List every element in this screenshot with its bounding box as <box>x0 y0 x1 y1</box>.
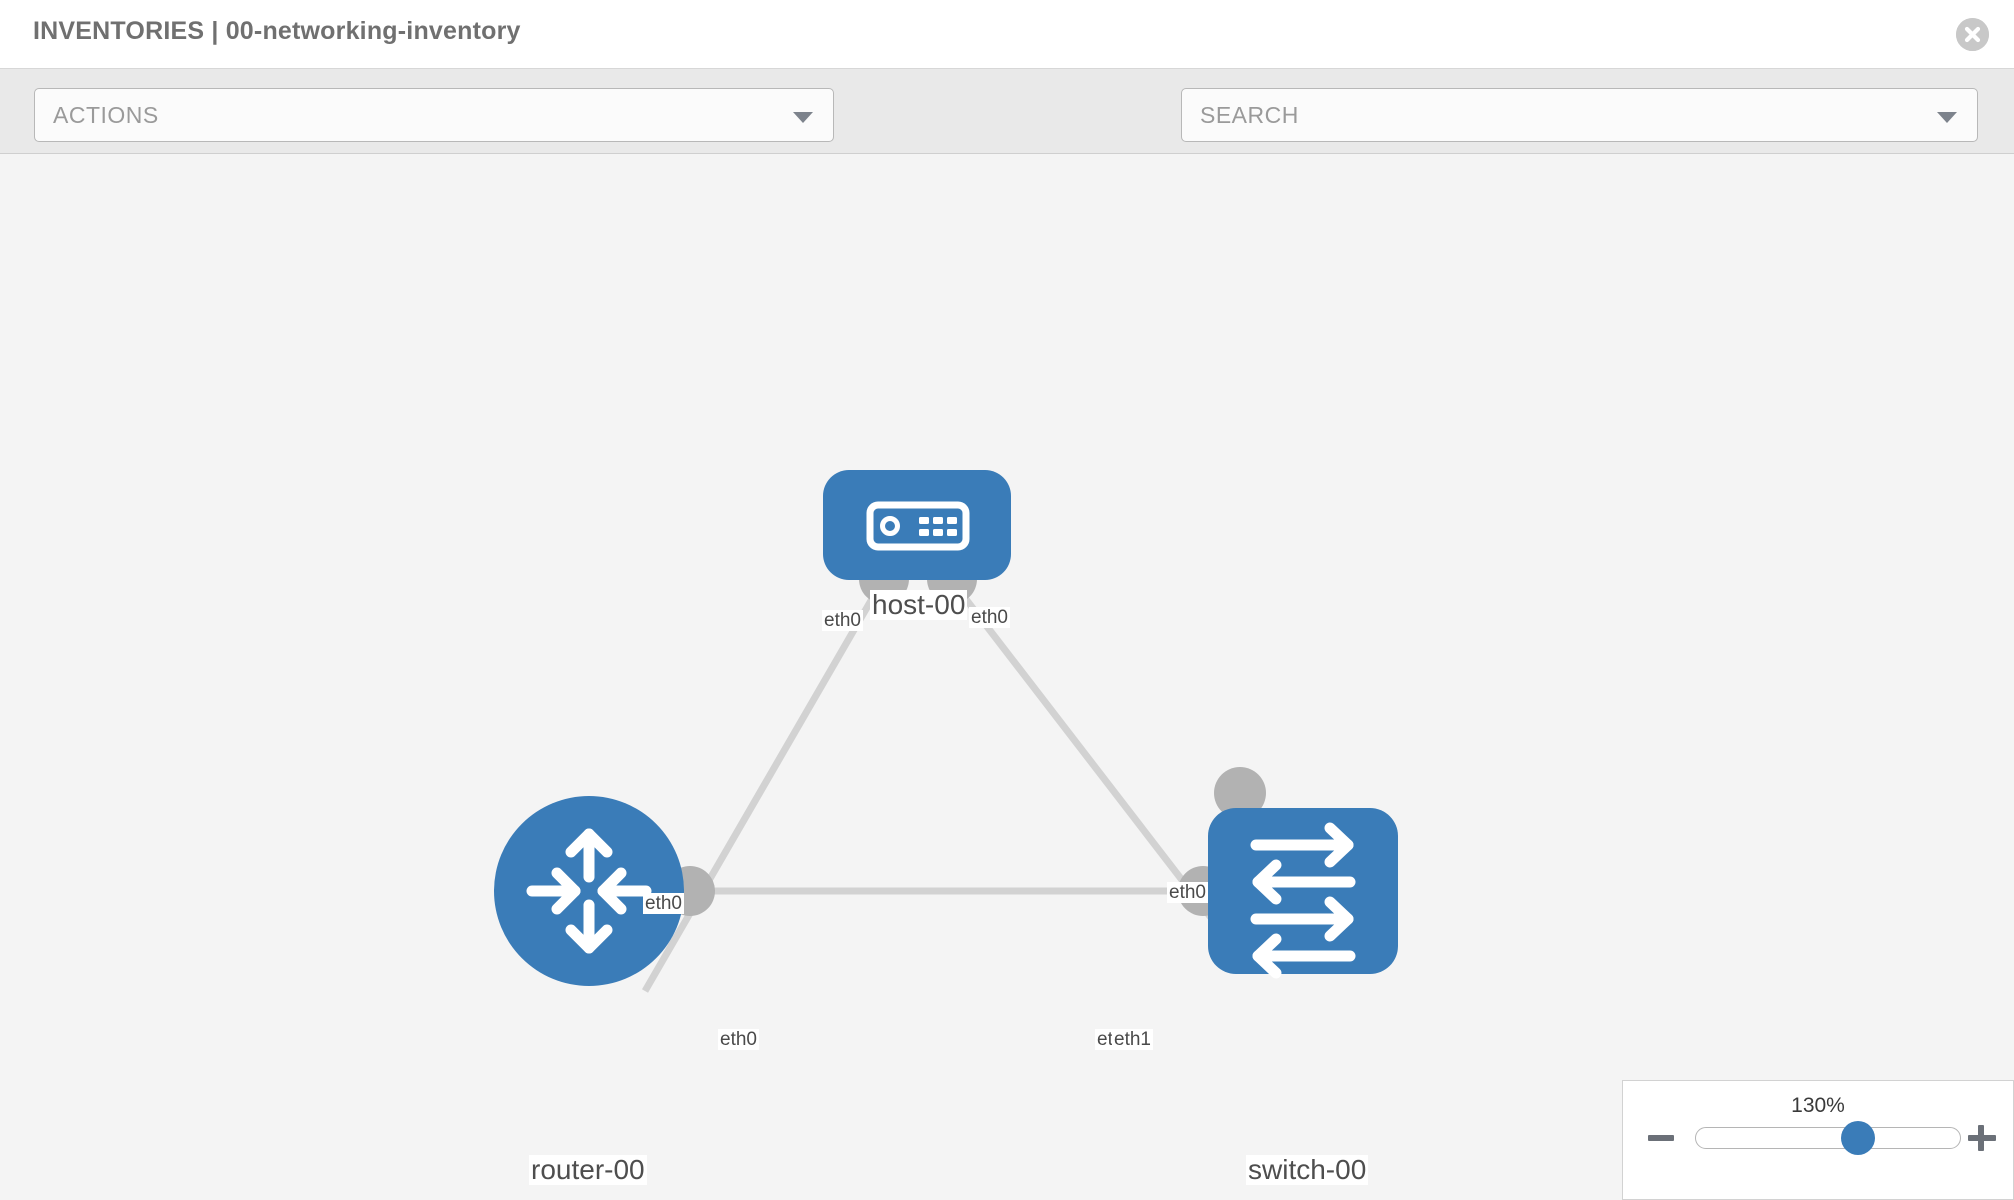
iface-label-host-right: eth0 <box>969 607 1010 628</box>
header-bar: INVENTORIES | 00-networking-inventory <box>0 0 2014 69</box>
node-host-00[interactable] <box>823 470 1011 580</box>
node-switch-00[interactable] <box>1208 808 1398 979</box>
page-title: INVENTORIES | 00-networking-inventory <box>33 17 521 45</box>
node-label-switch-00: switch-00 <box>1246 1154 1369 1185</box>
actions-dropdown-label: ACTIONS <box>53 102 159 128</box>
zoom-slider-thumb[interactable] <box>1841 1121 1876 1155</box>
zoom-percent-label: 130% <box>1791 1094 1845 1117</box>
search-placeholder: SEARCH <box>1200 102 1299 128</box>
port-switch-topleft <box>1214 767 1266 819</box>
zoom-control: 130% <box>1622 1080 2014 1200</box>
iface-label-switch-up: eth0 <box>1167 882 1208 903</box>
link-host-router <box>641 583 884 993</box>
topology-graph <box>494 470 1398 993</box>
plus-icon[interactable] <box>1967 1123 1997 1153</box>
switch-two-way-arrows-icon <box>1250 822 1356 979</box>
server-appliance-icon <box>866 501 970 551</box>
search-input[interactable]: SEARCH <box>1181 88 1978 142</box>
node-label-router-00: router-00 <box>529 1154 647 1185</box>
node-router-00[interactable] <box>494 796 684 986</box>
zoom-slider-track[interactable] <box>1695 1127 1961 1149</box>
router-four-arrows-icon <box>526 828 652 954</box>
chevron-down-icon <box>793 112 813 123</box>
node-label-host-00: host-00 <box>870 589 968 620</box>
iface-label-switch-left: eth1 <box>1112 1029 1153 1050</box>
iface-label-router-up: eth0 <box>643 893 684 914</box>
topology-canvas[interactable]: host-00 router-00 switch-00 eth0 eth0 et… <box>0 155 2014 1200</box>
minus-icon[interactable] <box>1646 1123 1676 1153</box>
close-icon[interactable] <box>1956 18 1989 51</box>
actions-dropdown[interactable]: ACTIONS <box>34 88 834 142</box>
iface-label-host-left: eth0 <box>822 610 863 631</box>
search-chevron-down-icon[interactable] <box>1937 112 1957 123</box>
toolbar: ACTIONS SEARCH <box>0 69 2014 201</box>
iface-label-router-right: eth0 <box>718 1029 759 1050</box>
